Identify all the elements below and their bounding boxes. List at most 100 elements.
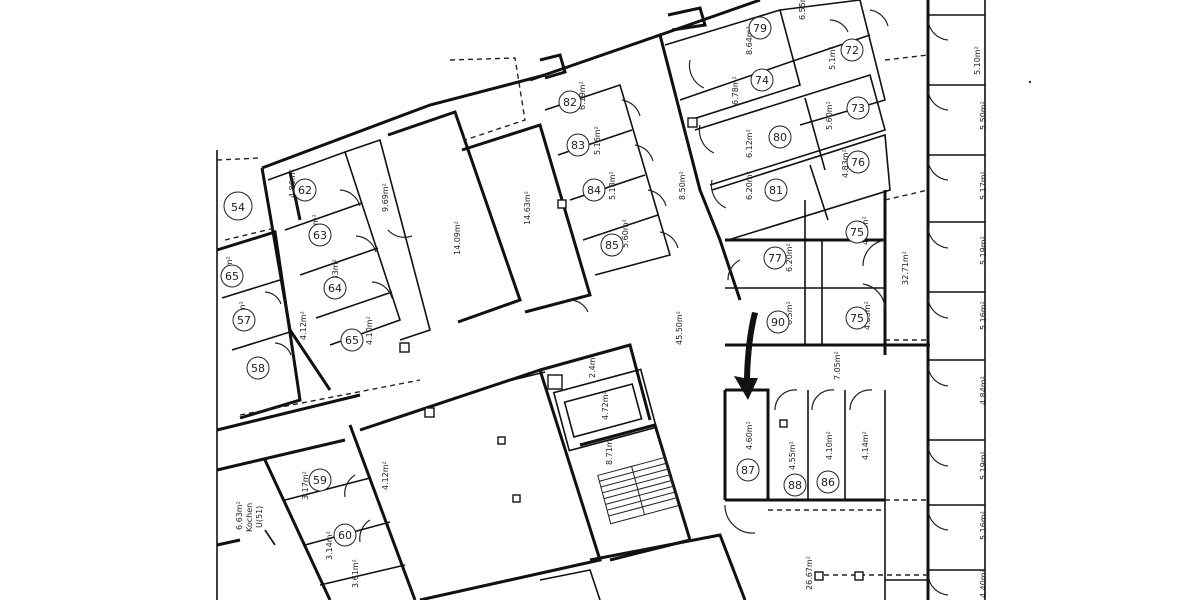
lower-left-wing <box>216 393 417 600</box>
center-top-wing <box>529 6 742 301</box>
room-number: 81 <box>764 178 788 202</box>
area-label: 4.55m² <box>788 441 797 470</box>
svg-text:54: 54 <box>231 201 245 214</box>
svg-text:73: 73 <box>851 102 865 115</box>
svg-text:75: 75 <box>850 226 864 239</box>
area-label: 8.64m² <box>745 26 754 55</box>
svg-text:Kochen: Kochen <box>245 503 254 532</box>
svg-text:6.63m²: 6.63m² <box>235 501 244 530</box>
svg-text:65: 65 <box>345 334 359 347</box>
area-label: 8.50m² <box>678 171 687 200</box>
area-label: 4.60m² <box>745 421 754 450</box>
svg-text:86: 86 <box>821 476 835 489</box>
area-label: 6.5m² <box>785 301 794 325</box>
lower-right-wing <box>723 388 930 600</box>
area-label: 4.12m² <box>381 461 390 490</box>
area-label: 4.10m² <box>365 316 374 345</box>
svg-text:59: 59 <box>313 474 327 487</box>
area-label: 8.71m² <box>605 436 614 465</box>
area-label: 4.84m² <box>979 376 988 405</box>
room-number: 90 <box>766 310 790 334</box>
room-number: 64 <box>323 276 347 300</box>
area-label: 9.69m² <box>381 183 390 212</box>
room-number: 63 <box>308 223 332 247</box>
area-label: 4.72m² <box>601 391 610 420</box>
room-name-kochen: U(51) Kochen 6.63m² <box>235 501 264 532</box>
room-number: 57 <box>232 308 256 332</box>
area-label: 4.83m² <box>331 259 340 288</box>
room-number: 58 <box>246 356 270 380</box>
area-label: 4.14m² <box>861 431 870 460</box>
room-number: 88 <box>783 473 807 497</box>
svg-text:U(51): U(51) <box>255 506 264 528</box>
room-number: 75 <box>845 306 869 330</box>
svg-text:60: 60 <box>338 529 352 542</box>
area-label: 3.61m² <box>351 559 360 588</box>
room-number: 72 <box>840 38 864 62</box>
room-number: 76 <box>846 150 870 174</box>
center-block <box>359 342 747 600</box>
area-label: 4.40m² <box>979 569 988 598</box>
right-middle-wing <box>725 190 930 400</box>
svg-text:65: 65 <box>225 270 239 283</box>
svg-text:90: 90 <box>771 316 785 329</box>
left-wing <box>216 57 592 420</box>
area-label: 6.19m² <box>578 81 587 110</box>
svg-text:84: 84 <box>587 184 601 197</box>
area-label: 5.60m² <box>621 219 630 248</box>
svg-text:79: 79 <box>753 22 767 35</box>
area-label: 32.71m² <box>901 251 910 285</box>
area-label: 5.17m² <box>979 171 988 200</box>
area-label: 5.16m² <box>979 511 988 540</box>
room-number: 87 <box>736 458 760 482</box>
area-label: 5.1m² <box>828 46 837 70</box>
area-label: 5.50m² <box>979 101 988 130</box>
area-label: 5.19m² <box>979 236 988 265</box>
area-label: 5.16m² <box>593 126 602 155</box>
down-arrow-icon <box>734 312 758 400</box>
room-number: 82 <box>558 90 582 114</box>
svg-text:83: 83 <box>571 139 585 152</box>
area-label: 14.63m² <box>523 191 532 225</box>
area-label: 14.09m² <box>453 221 462 255</box>
area-label: 3.14m² <box>325 531 334 560</box>
svg-text:85: 85 <box>605 239 619 252</box>
wall-top-left <box>261 73 546 170</box>
area-label: 6.78m² <box>731 76 740 105</box>
area-label: 5.18m² <box>608 171 617 200</box>
room-14-63 <box>461 123 592 314</box>
svg-text:58: 58 <box>251 362 265 375</box>
room-number: 60 <box>333 523 357 547</box>
svg-text:87: 87 <box>741 464 755 477</box>
svg-text:77: 77 <box>768 252 782 265</box>
room-number: 80 <box>768 125 792 149</box>
room-number: 65 <box>340 328 364 352</box>
svg-text:80: 80 <box>773 131 787 144</box>
room-number: 86 <box>816 470 840 494</box>
area-label: 26.67m² <box>805 556 814 590</box>
room-number: 62 <box>293 178 317 202</box>
room-number: 79 <box>748 16 772 40</box>
area-label: 4.12m² <box>299 311 308 340</box>
room-number: 74 <box>750 68 774 92</box>
svg-text:62: 62 <box>298 184 312 197</box>
svg-text:75: 75 <box>850 312 864 325</box>
area-label: 5.60m² <box>825 101 834 130</box>
speck <box>1028 80 1032 84</box>
area-label: 3.17m² <box>301 471 310 500</box>
svg-text:74: 74 <box>755 74 769 87</box>
area-label: 2.4m² <box>588 354 597 378</box>
room-number: 75 <box>845 220 869 244</box>
svg-text:88: 88 <box>788 479 802 492</box>
right-top-wing <box>659 0 891 241</box>
right-column-rooms <box>884 0 985 600</box>
area-label: 5.19m² <box>979 451 988 480</box>
room-14-09 <box>387 110 522 324</box>
area-label: 4.86m² <box>288 169 297 198</box>
svg-text:64: 64 <box>328 282 342 295</box>
area-label: 5.10m² <box>973 46 982 75</box>
room-number: 85 <box>600 233 624 257</box>
area-label: 6.20m² <box>785 243 794 272</box>
room-number: 73 <box>846 96 870 120</box>
